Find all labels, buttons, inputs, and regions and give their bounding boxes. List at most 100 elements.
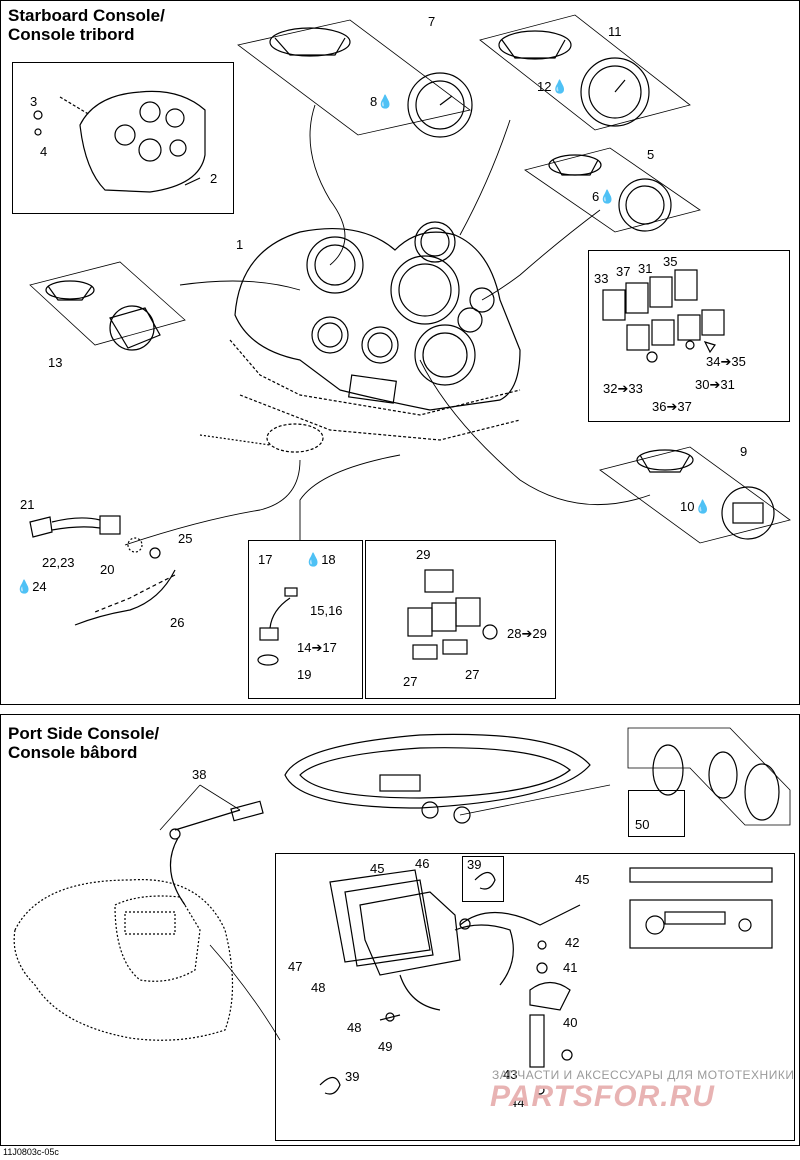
callout-35: 35 — [663, 254, 678, 269]
callout-1: 1 — [236, 237, 244, 252]
gauge-11 — [498, 30, 650, 127]
gauge-7 — [269, 27, 473, 138]
callout-6-text: 6 — [592, 189, 600, 204]
callout-18: 💧18 — [305, 553, 336, 567]
callout-3: 3 — [30, 94, 38, 109]
callout-30-31: 30➔31 — [695, 377, 735, 392]
fuel-sender — [257, 587, 298, 666]
callout-50: 50 — [635, 817, 650, 832]
callout-6: 6💧 — [592, 190, 615, 204]
callout-43: 43 — [503, 1067, 518, 1082]
switch-panel — [602, 269, 725, 363]
port-console-shell — [13, 878, 234, 1041]
callout-21: 21 — [20, 497, 35, 512]
drop-icon: 💧 — [16, 579, 33, 594]
callout-10: 10💧 — [680, 500, 711, 514]
drop-icon: 💧 — [305, 552, 322, 567]
callout-46: 46 — [415, 856, 430, 871]
starboard-title: Starboard Console/ Console tribord — [8, 6, 165, 44]
callout-22-23: 22,23 — [42, 555, 75, 570]
speaker-screw-inset — [628, 790, 685, 837]
callout-14-17: 14➔17 — [297, 640, 337, 655]
port-title-line2: Console bâbord — [8, 743, 138, 762]
callout-5: 5 — [647, 147, 655, 162]
speaker-assembly — [627, 727, 791, 826]
callout-13: 13 — [48, 355, 63, 370]
callout-15-16: 15,16 — [310, 603, 343, 618]
callout-38: 38 — [192, 767, 207, 782]
bracket-40 — [529, 940, 573, 1095]
drop-icon: 💧 — [551, 79, 568, 94]
callout-27b: 27 — [465, 667, 480, 682]
gauge-13 — [45, 280, 161, 351]
callout-47: 47 — [288, 959, 303, 974]
callout-25: 25 — [178, 531, 193, 546]
gauge-13-group — [29, 261, 186, 346]
port-title: Port Side Console/ Console bâbord — [8, 724, 159, 762]
callout-9: 9 — [740, 444, 748, 459]
callout-2: 2 — [210, 171, 218, 186]
drop-icon: 💧 — [377, 94, 394, 109]
callout-45b: 45 — [575, 872, 590, 887]
gauge-11-group — [479, 14, 691, 131]
callout-28-29: 28➔29 — [507, 626, 547, 641]
callout-37: 37 — [616, 264, 631, 279]
callout-36-37: 36➔37 — [652, 399, 692, 414]
key-harness — [29, 515, 176, 626]
callout-10-text: 10 — [680, 499, 695, 514]
console-housing-small — [33, 90, 206, 193]
wire-38 — [169, 800, 264, 906]
callout-27a: 27 — [403, 674, 418, 689]
stereo-inset — [275, 853, 795, 1141]
clamp-39 — [319, 871, 496, 1095]
callout-12: 12💧 — [537, 80, 568, 94]
starboard-title-line1: Starboard Console/ — [8, 6, 165, 25]
callout-49: 49 — [378, 1039, 393, 1054]
fuel-sender-inset — [248, 540, 363, 699]
watermark-logo: PARTSFOR.RU — [490, 1080, 715, 1113]
console-mounting-inset — [12, 62, 234, 214]
gauge-9-group — [599, 446, 791, 544]
drop-icon: 💧 — [599, 189, 616, 204]
port-title-line1: Port Side Console/ — [8, 724, 160, 743]
clamp-inset — [462, 856, 504, 902]
callout-39a: 39 — [467, 857, 482, 872]
callout-4: 4 — [40, 144, 48, 159]
callout-24: 💧24 — [16, 580, 47, 594]
callout-40: 40 — [563, 1015, 578, 1030]
callout-33: 33 — [594, 271, 609, 286]
diagram-code: 11J0803c-05c — [3, 1147, 59, 1157]
callout-19: 19 — [297, 667, 312, 682]
callout-42: 42 — [565, 935, 580, 950]
callout-7: 7 — [428, 14, 436, 29]
callout-45a: 45 — [370, 861, 385, 876]
starboard-title-line2: Console tribord — [8, 25, 135, 44]
callout-12-text: 12 — [537, 79, 552, 94]
callout-31: 31 — [638, 261, 653, 276]
callout-39b: 39 — [345, 1069, 360, 1084]
callout-20: 20 — [100, 562, 115, 577]
callout-34-35: 34➔35 — [706, 354, 746, 369]
callout-11: 11 — [608, 24, 622, 39]
callout-18-text: 18 — [321, 552, 336, 567]
start-stop-switch — [407, 569, 498, 660]
callout-32-33: 32➔33 — [603, 381, 643, 396]
gauge-5 — [548, 154, 672, 232]
boat-hull — [284, 733, 611, 824]
stereo-assembly — [329, 869, 581, 1022]
main-console — [199, 221, 521, 453]
callout-29: 29 — [416, 547, 431, 562]
callout-26: 26 — [170, 615, 185, 630]
switch-inset — [588, 250, 790, 422]
watermark-text: ЗАПЧАСТИ И АКСЕССУАРЫ ДЛЯ МОТОТЕХНИКИ — [492, 1068, 795, 1082]
callout-8: 8💧 — [370, 95, 393, 109]
gauge-9 — [636, 449, 775, 540]
callout-24-text: 24 — [32, 579, 47, 594]
callout-48b: 48 — [347, 1020, 362, 1035]
callout-48a: 48 — [311, 980, 326, 995]
callout-44: 44 — [510, 1095, 525, 1110]
callout-41: 41 — [563, 960, 578, 975]
start-stop-inset — [365, 540, 556, 699]
stereo-face — [629, 867, 773, 949]
